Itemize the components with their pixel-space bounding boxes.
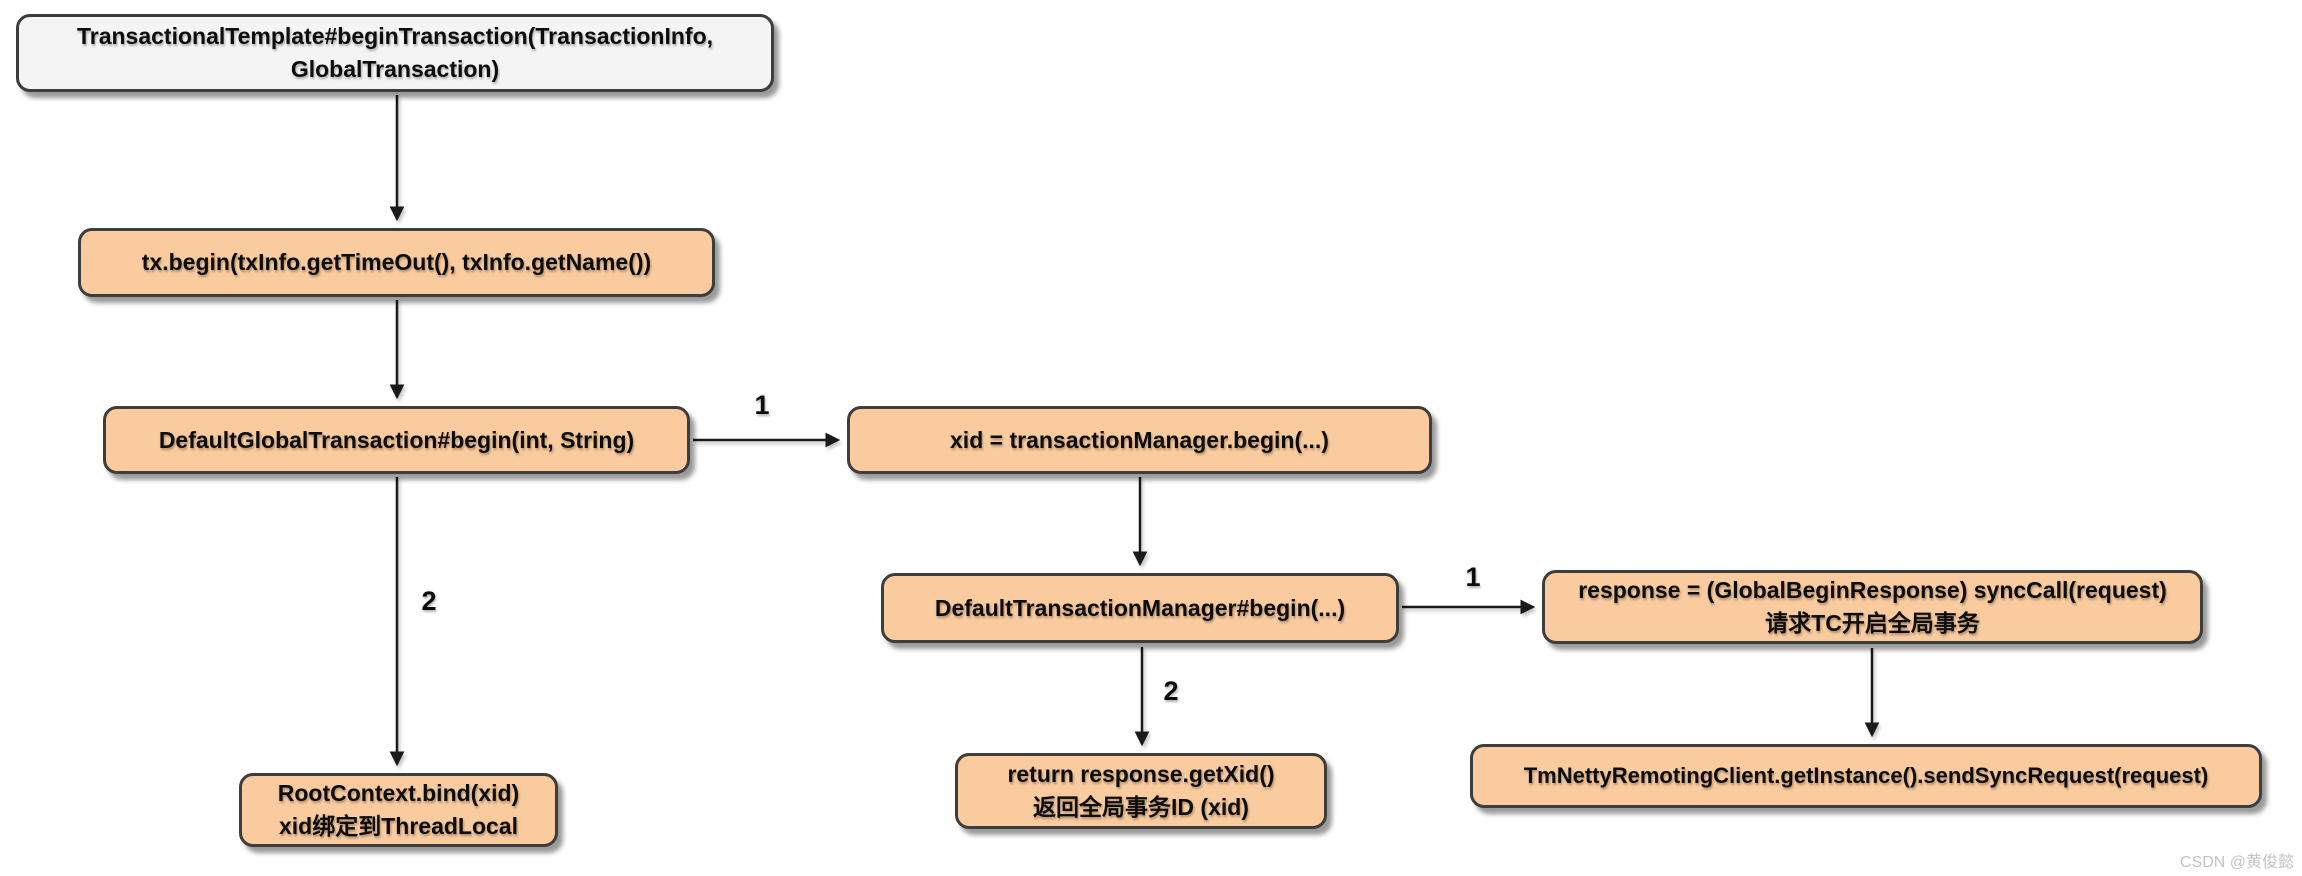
node-transactional-template-begin-transaction: TransactionalTemplate#beginTransaction(T… (16, 14, 774, 92)
node-label: DefaultTransactionManager#begin(...) (934, 594, 1346, 621)
node-tm-netty-remoting-client: TmNettyRemotingClient.getInstance().send… (1470, 744, 2262, 808)
node-default-global-transaction-begin: DefaultGlobalTransaction#begin(int, Stri… (103, 406, 690, 474)
node-tx-begin: tx.begin(txInfo.getTimeOut(), txInfo.get… (78, 228, 715, 297)
node-label: TransactionalTemplate#beginTransaction(T… (76, 23, 714, 50)
watermark: CSDN @黄俊懿 (2179, 854, 2294, 871)
node-return-get-xid: return response.getXid() 返回全局事务ID (xid) (955, 753, 1327, 829)
node-xid-transaction-manager-begin: xid = transactionManager.begin(...) (847, 406, 1432, 474)
node-sync-call-request: response = (GlobalBeginResponse) syncCal… (1542, 570, 2203, 644)
node-label: 请求TC开启全局事务 (1765, 610, 1980, 636)
node-label: RootContext.bind(xid) (277, 780, 520, 807)
edge-label-2-dgt-to-rootcontext: 2 (421, 586, 437, 616)
edge-label-1-dgt-to-xid: 1 (754, 390, 770, 420)
node-label: xid绑定到ThreadLocal (279, 813, 518, 839)
node-label: TmNettyRemotingClient.getInstance().send… (1523, 763, 2209, 789)
node-label: GlobalTransaction) (290, 56, 500, 82)
node-root-context-bind: RootContext.bind(xid) xid绑定到ThreadLocal (239, 773, 558, 847)
edge-label-1-dtm-to-synccall: 1 (1465, 562, 1481, 592)
node-label: xid = transactionManager.begin(...) (950, 426, 1329, 453)
node-label: DefaultGlobalTransaction#begin(int, Stri… (158, 426, 635, 453)
node-label: 返回全局事务ID (xid) (1033, 794, 1249, 820)
node-default-transaction-manager-begin: DefaultTransactionManager#begin(...) (881, 573, 1399, 643)
node-label: tx.begin(txInfo.getTimeOut(), txInfo.get… (141, 249, 652, 276)
node-label: return response.getXid() (1007, 761, 1275, 788)
edge-label-2-dtm-to-return: 2 (1163, 676, 1179, 706)
node-label: response = (GlobalBeginResponse) syncCal… (1578, 577, 2167, 604)
